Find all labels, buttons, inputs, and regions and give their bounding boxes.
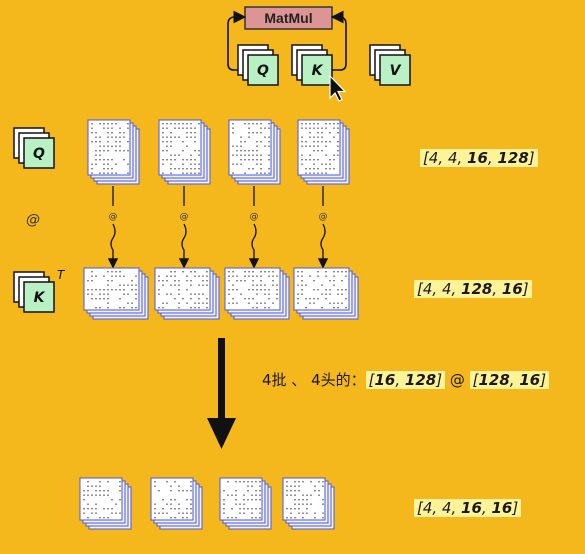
top-q-block: Q: [237, 44, 279, 86]
out-dim-a: 4: [422, 499, 433, 517]
k-shape-annotation: [4, 4, 128, 16]: [414, 280, 532, 298]
q-stack-3-layer: [228, 119, 272, 176]
output-stack-1-texture: [83, 481, 121, 519]
out-dim-c: 16: [461, 499, 482, 517]
output-stack-3-texture: [223, 481, 261, 519]
left-q-block: Q: [13, 127, 55, 169]
top-k-label: K: [312, 63, 324, 79]
q-stack-2: [158, 119, 211, 185]
caption-left-dims: [16, 128]: [365, 371, 446, 389]
k-stack-2-texture: [158, 271, 208, 309]
top-v-label: V: [390, 63, 402, 79]
q-stack-2-texture: [162, 123, 200, 174]
stack-connectors: @ @ @ @: [107, 186, 329, 269]
q-stack-3-texture: [232, 123, 270, 174]
output-stack-4-texture: [286, 481, 324, 519]
k-stack-2: [154, 267, 220, 320]
connector-4: @: [317, 186, 329, 269]
k-stack-4-texture: [297, 271, 347, 309]
q-stack-4-texture: [301, 123, 339, 174]
output-stack-3: [219, 477, 272, 530]
transpose-mark: T: [57, 268, 65, 282]
matmul-connectors: [227, 10, 347, 71]
k-dim-d: 16: [501, 280, 523, 298]
output-stack-2-texture: [154, 481, 192, 519]
output-stack-4: [282, 477, 335, 530]
connector-at-glyph: @: [180, 212, 189, 222]
k-stack-2-layer: [154, 267, 211, 311]
top-v-block: V: [369, 44, 411, 86]
output-stack-1: [79, 477, 132, 530]
top-k-block: K: [291, 44, 333, 86]
caption-right-dims: [128, 16]: [469, 371, 550, 389]
caption-prefix: 4批 、 4头的：: [262, 371, 366, 389]
connector-3: @: [248, 186, 260, 269]
output-shape-annotation: [4, 4, 16, 16]: [414, 499, 522, 517]
connector-1: @: [107, 186, 119, 269]
out-dim-b: 4: [441, 499, 452, 517]
k-stack-3: [224, 267, 290, 320]
q-stack-1-texture: [91, 123, 129, 174]
left-q-label: Q: [33, 146, 45, 162]
q-dim-d: 128: [497, 149, 529, 167]
output-stacks: [79, 477, 335, 530]
batch-head-caption: 4批 、 4头的：[16, 128] @ [128, 16]: [262, 369, 550, 390]
k-stack-4: [293, 267, 359, 320]
k-stacks: [83, 267, 359, 320]
k-stack-1: [83, 267, 149, 320]
q-stack-1: [87, 119, 140, 185]
k-dim-a: 4: [422, 280, 433, 298]
left-k-label: K: [34, 290, 46, 306]
k-stack-1-texture: [87, 271, 137, 309]
k-dim-c: 128: [461, 280, 493, 298]
q-stack-3: [228, 119, 281, 185]
connector-2: @: [178, 186, 190, 269]
k-stack-4-layer: [293, 267, 350, 311]
connector-at-glyph: @: [250, 212, 259, 222]
connector-at-glyph: @: [109, 212, 118, 222]
matmul-label: MatMul: [264, 10, 312, 26]
matmul-box: MatMul: [244, 6, 333, 30]
q-stack-4: [297, 119, 350, 185]
at-symbol: @: [26, 212, 40, 228]
q-dim-b: 4: [447, 149, 458, 167]
k-dim-b: 4: [441, 280, 452, 298]
q-stack-1-layer: [87, 119, 131, 176]
output-stack-2: [150, 477, 203, 530]
connector-at-glyph: @: [319, 212, 328, 222]
q-shape-annotation: [4, 4, 16, 128]: [420, 149, 538, 167]
q-stacks: [87, 119, 350, 185]
out-dim-d: 16: [491, 499, 513, 517]
k-stack-3-texture: [228, 271, 278, 309]
left-k-block: K: [13, 271, 55, 313]
big-down-arrow: [207, 338, 236, 449]
mouse-cursor-icon: [329, 74, 347, 102]
q-dim-a: 4: [428, 149, 439, 167]
caption-op: @: [445, 371, 470, 389]
q-stack-4-layer: [297, 119, 341, 176]
top-q-label: Q: [257, 63, 269, 79]
q-dim-c: 16: [467, 149, 488, 167]
q-stack-2-layer: [158, 119, 202, 176]
